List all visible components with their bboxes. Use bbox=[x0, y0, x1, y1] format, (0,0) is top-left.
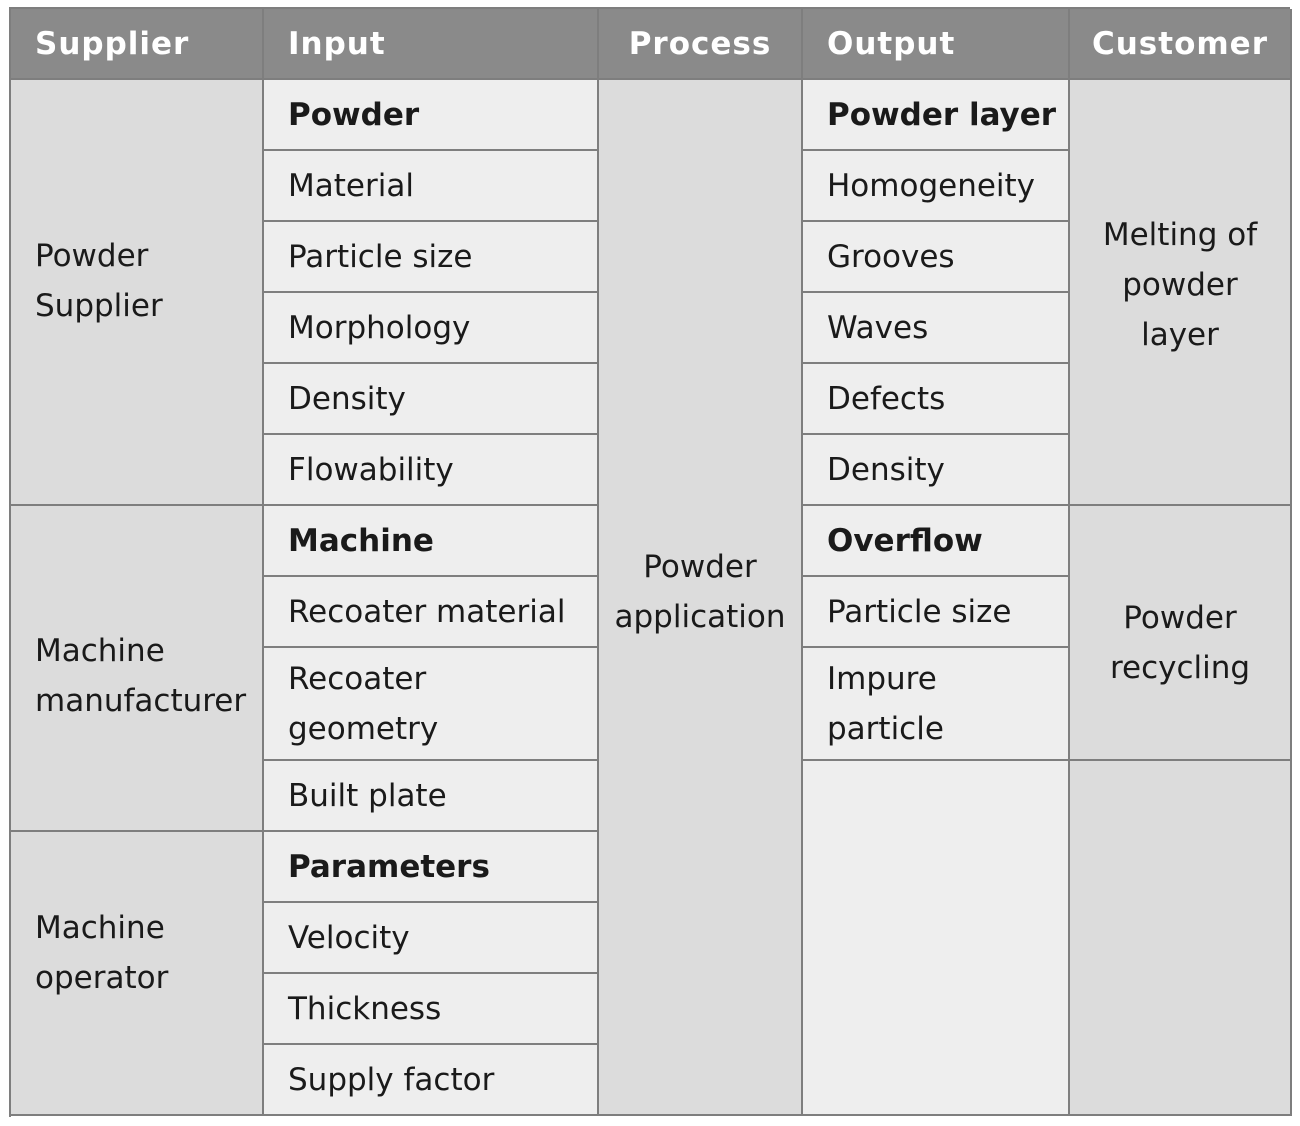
input-heading-machine: Machine bbox=[264, 506, 599, 577]
supplier-machine-operator: Machine operator bbox=[11, 832, 264, 1116]
supplier-powder-supplier: Powder Supplier bbox=[11, 80, 264, 506]
output-item-particle-size: Particle size bbox=[803, 577, 1070, 648]
input-item-density: Density bbox=[264, 364, 599, 435]
output-item-grooves: Grooves bbox=[803, 222, 1070, 293]
header-customer: Customer bbox=[1070, 9, 1292, 80]
header-output: Output bbox=[803, 9, 1070, 80]
input-item-built-plate: Built plate bbox=[264, 761, 599, 832]
output-item-homogeneity: Homogeneity bbox=[803, 151, 1070, 222]
customer-empty-area bbox=[1070, 761, 1292, 1116]
input-item-supply-factor: Supply factor bbox=[264, 1045, 599, 1116]
output-item-density: Density bbox=[803, 435, 1070, 506]
header-input: Input bbox=[264, 9, 599, 80]
input-item-recoater-geometry: Recoater geometry bbox=[264, 648, 599, 761]
header-process: Process bbox=[599, 9, 803, 80]
header-supplier: Supplier bbox=[11, 9, 264, 80]
supplier-machine-manufacturer: Machine manufacturer bbox=[11, 506, 264, 832]
input-item-velocity: Velocity bbox=[264, 903, 599, 974]
input-item-particle-size: Particle size bbox=[264, 222, 599, 293]
sipoc-table: Supplier Input Process Output Customer P… bbox=[9, 7, 1292, 1117]
input-item-morphology: Morphology bbox=[264, 293, 599, 364]
input-item-recoater-material: Recoater material bbox=[264, 577, 599, 648]
output-item-impure-particle: Impure particle bbox=[803, 648, 1070, 761]
customer-powder-recycling: Powder recycling bbox=[1070, 506, 1292, 761]
input-heading-parameters: Parameters bbox=[264, 832, 599, 903]
output-heading-powder-layer: Powder layer bbox=[803, 80, 1070, 151]
input-item-thickness: Thickness bbox=[264, 974, 599, 1045]
input-item-material: Material bbox=[264, 151, 599, 222]
output-heading-overflow: Overflow bbox=[803, 506, 1070, 577]
output-empty-area bbox=[803, 761, 1070, 1116]
input-heading-powder: Powder bbox=[264, 80, 599, 151]
output-item-defects: Defects bbox=[803, 364, 1070, 435]
process-powder-application: Powder application bbox=[599, 80, 803, 1116]
customer-melting-of-powder-layer: Melting of powder layer bbox=[1070, 80, 1292, 506]
output-item-waves: Waves bbox=[803, 293, 1070, 364]
input-item-flowability: Flowability bbox=[264, 435, 599, 506]
